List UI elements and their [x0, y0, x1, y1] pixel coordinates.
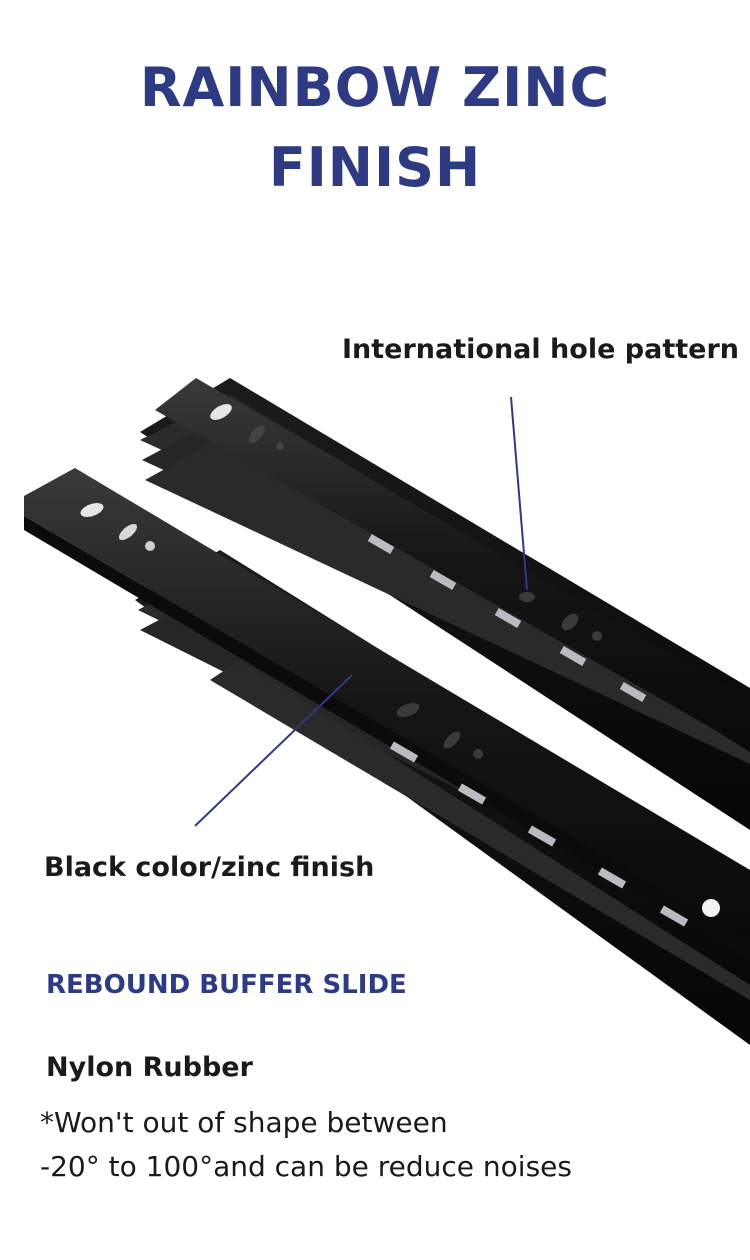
finish-callout: Black color/zinc finish: [44, 852, 375, 883]
page-title-line-1: RAINBOW ZINC: [139, 56, 611, 119]
upper-drawer-slide: [140, 378, 750, 830]
feature-description-line-2: -20° to 100°and can be reduce noises: [40, 1150, 572, 1183]
page-title-line-2: FINISH: [268, 136, 482, 199]
feature-description-line-1: *Won't out of shape between: [40, 1106, 448, 1139]
lower-drawer-slide: [24, 468, 750, 1045]
feature-title: Nylon Rubber: [46, 1052, 253, 1083]
product-subheading: REBOUND BUFFER SLIDE: [46, 970, 407, 1000]
finish-leader-line: [194, 674, 353, 827]
hole-pattern-leader-line: [510, 396, 528, 591]
hole-pattern-callout: International hole pattern: [342, 334, 739, 365]
